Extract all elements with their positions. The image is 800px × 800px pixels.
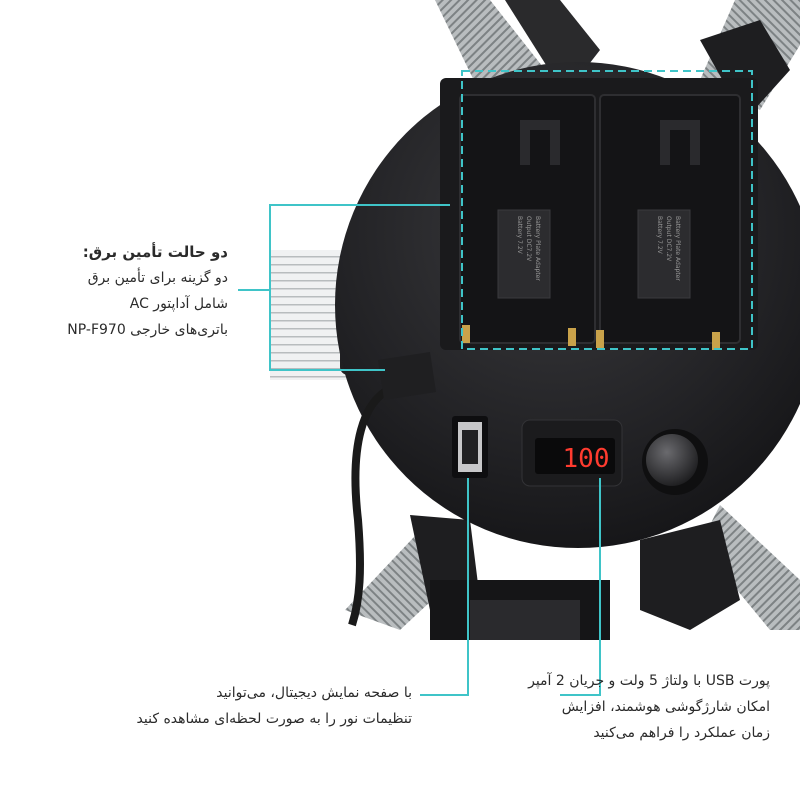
callout-power-line-1: دو گزینه برای تأمین برق — [87, 270, 228, 286]
display-readout: 100 — [563, 444, 610, 474]
callout-usb-port: پورت USB با ولتاژ 5 ولت و جریان 2 آمپر ا… — [470, 668, 770, 746]
callout-power-title: دو حالت تأمین برق: — [82, 243, 228, 261]
callout-usb-line-3: زمان عملکرد را فراهم می‌کنید — [593, 725, 770, 741]
plate-label-output: Output DC7.2V — [525, 216, 532, 262]
plate-label-battery-2: Battery 7.2V — [656, 216, 663, 255]
callout-power-line-2: شامل آداپتور AC — [129, 296, 228, 312]
callout-power-modes: دو حالت تأمین برق: دو گزینه برای تأمین ب… — [8, 239, 228, 343]
callout-display-line-2: تنظیمات نور را به صورت لحظه‌ای مشاهده کن… — [136, 711, 412, 727]
plate-label-battery: Battery 7.2V — [516, 216, 523, 255]
digital-display: 100 — [521, 419, 623, 487]
connector-power — [269, 204, 450, 371]
plate-label-title-2: Battery Plate Adapter — [674, 216, 681, 281]
plate-label-title: Battery Plate Adapter — [534, 216, 541, 281]
connector-usb — [560, 478, 601, 696]
callout-usb-line-1: پورت USB با ولتاژ 5 ولت و جریان 2 آمپر — [528, 673, 770, 689]
battery-highlight-box — [461, 70, 753, 350]
connector-display — [420, 478, 469, 696]
callout-power-line-3: باتری‌های خارجی NP-F970 — [67, 322, 228, 338]
callout-display-line-1: با صفحه نمایش دیجیتال، می‌توانید — [216, 685, 412, 701]
usb-port — [452, 416, 488, 478]
callout-usb-line-2: امکان شارژگوشی هوشمند، افزایش — [561, 699, 770, 715]
light-stand — [430, 580, 610, 640]
battery-plates: Battery Plate Adapter Output DC7.2V Batt… — [440, 78, 758, 350]
plate-label-output-2: Output DC7.2V — [665, 216, 672, 262]
callout-digital-display: با صفحه نمایش دیجیتال، می‌توانید تنظیمات… — [52, 680, 412, 732]
light-arm-bottom-right — [640, 505, 800, 630]
power-cable — [348, 352, 436, 627]
control-knob — [642, 429, 708, 495]
